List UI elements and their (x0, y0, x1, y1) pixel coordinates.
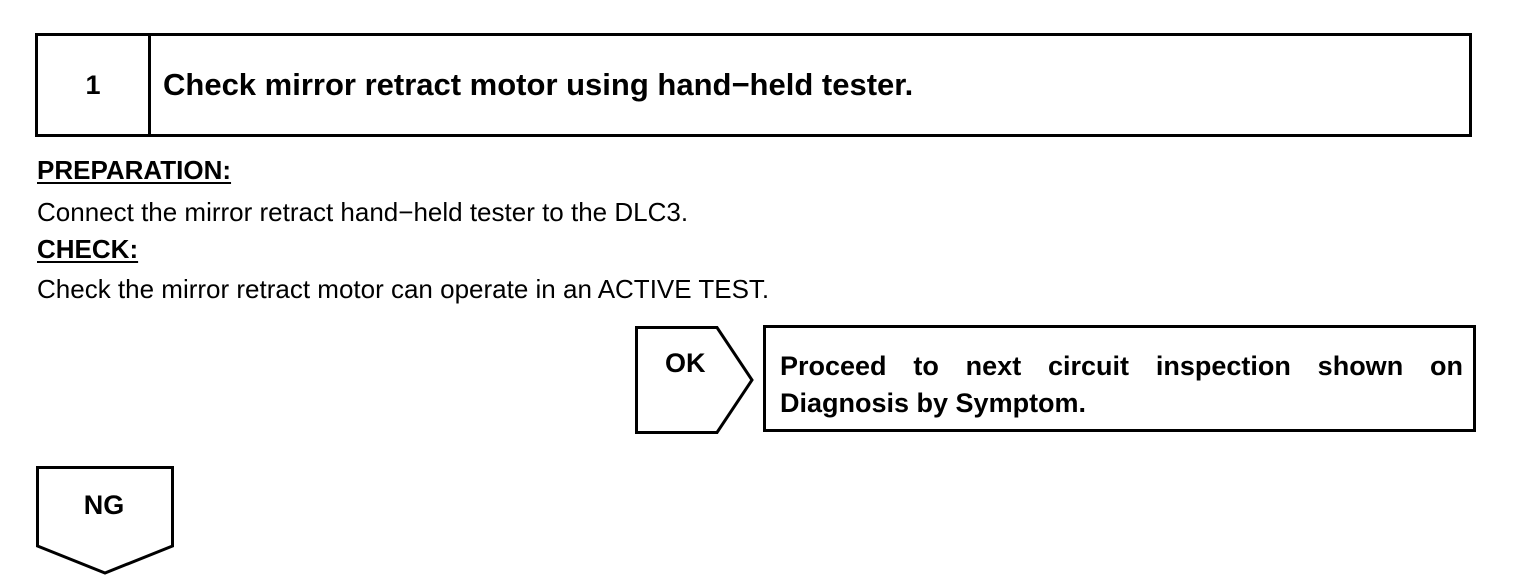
step-title: Check mirror retract motor using hand−he… (163, 67, 914, 102)
preparation-label: PREPARATION: (37, 155, 232, 185)
ok-result-line1: Proceed to next circuit inspection shown… (780, 351, 1463, 381)
ok-result-box: Proceed to next circuit inspection shown… (763, 325, 1476, 432)
ng-arrow-icon (36, 466, 174, 575)
step-number: 1 (38, 36, 151, 134)
check-label: CHECK: (37, 234, 139, 264)
ng-label: NG (83, 490, 125, 520)
ok-result-line2: Diagnosis by Symptom. (780, 388, 1087, 418)
step-header-box: 1 Check mirror retract motor using hand−… (35, 33, 1472, 137)
check-text: Check the mirror retract motor can opera… (37, 274, 770, 304)
ok-arrow-icon (635, 326, 754, 434)
ok-label: OK (665, 348, 706, 378)
preparation-text: Connect the mirror retract hand−held tes… (37, 197, 689, 227)
